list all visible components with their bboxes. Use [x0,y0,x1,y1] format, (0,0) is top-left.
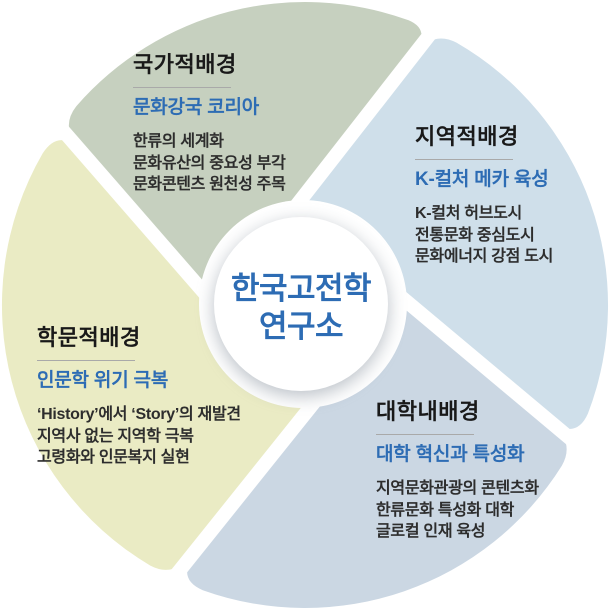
section-university-item: 글로컬 인재 육성 [376,523,486,540]
section-regional-item: 전통문화 중심도시 [415,226,535,244]
section-regional-body: K-컬처 허브도시 전통문화 중심도시 문화에너지 강점 도시 [415,203,553,268]
section-regional: 지역적배경 K-컬처 메카 육성 K-컬처 허브도시 전통문화 중심도시 문화에… [415,124,553,268]
section-academic-item: ‘History’에서 ‘Story’의 재발견 [37,406,241,423]
section-national-title: 국가적배경 [133,52,237,77]
section-academic-item: 고령화와 인문복지 실현 [37,449,190,466]
section-national-divider [133,87,231,88]
section-academic-divider [37,360,135,361]
center-label-line2: 연구소 [258,309,344,344]
section-university-item: 지역문화관광의 콘텐츠화 [376,480,539,497]
section-university-title: 대학내배경 [376,399,480,424]
sector-regional [251,38,609,429]
section-regional-item: 문화에너지 강점 도시 [415,248,554,265]
section-regional-subtitle: K-컬처 메카 육성 [415,169,549,190]
section-academic: 학문적배경 인문학 위기 극복 ‘History’에서 ‘Story’의 재발견… [37,325,241,469]
sector-academic [1,140,359,570]
section-regional-item: K-컬처 허브도시 [415,205,522,222]
section-national-subtitle: 문화강국 코리아 [133,97,260,118]
section-university-item: 한류문화 특성화 대학 [376,501,515,519]
center-circle [214,217,388,391]
section-university: 대학내배경 대학 혁신과 특성화 지역문화관광의 콘텐츠화 한류문화 특성화 대… [376,399,539,543]
center-label: 한국고전학 연구소 [181,270,421,346]
section-national-item: 문화유산의 중요성 부각 [133,154,286,172]
section-national-item: 문화콘텐츠 원천성 주목 [133,176,286,193]
sector-university [187,252,567,608]
section-regional-divider [415,159,513,160]
sector-national [68,2,422,350]
section-regional-title: 지역적배경 [415,124,519,149]
center-label-line1: 한국고전학 [230,271,372,306]
section-national: 국가적배경 문화강국 코리아 한류의 세계화 문화유산의 중요성 부각 문화콘텐… [133,52,286,196]
section-national-body: 한류의 세계화 문화유산의 중요성 부각 문화콘텐츠 원천성 주목 [133,131,286,196]
section-academic-item: 지역사 없는 지역학 극복 [37,427,194,445]
section-university-body: 지역문화관광의 콘텐츠화 한류문화 특성화 대학 글로컬 인재 육성 [376,478,539,543]
section-academic-subtitle: 인문학 위기 극복 [37,370,169,391]
section-academic-body: ‘History’에서 ‘Story’의 재발견 지역사 없는 지역학 극복 고… [37,404,241,469]
section-university-subtitle: 대학 혁신과 특성화 [376,444,525,465]
section-academic-title: 학문적배경 [37,325,141,350]
section-university-divider [376,434,474,435]
section-national-item: 한류의 세계화 [133,133,224,150]
